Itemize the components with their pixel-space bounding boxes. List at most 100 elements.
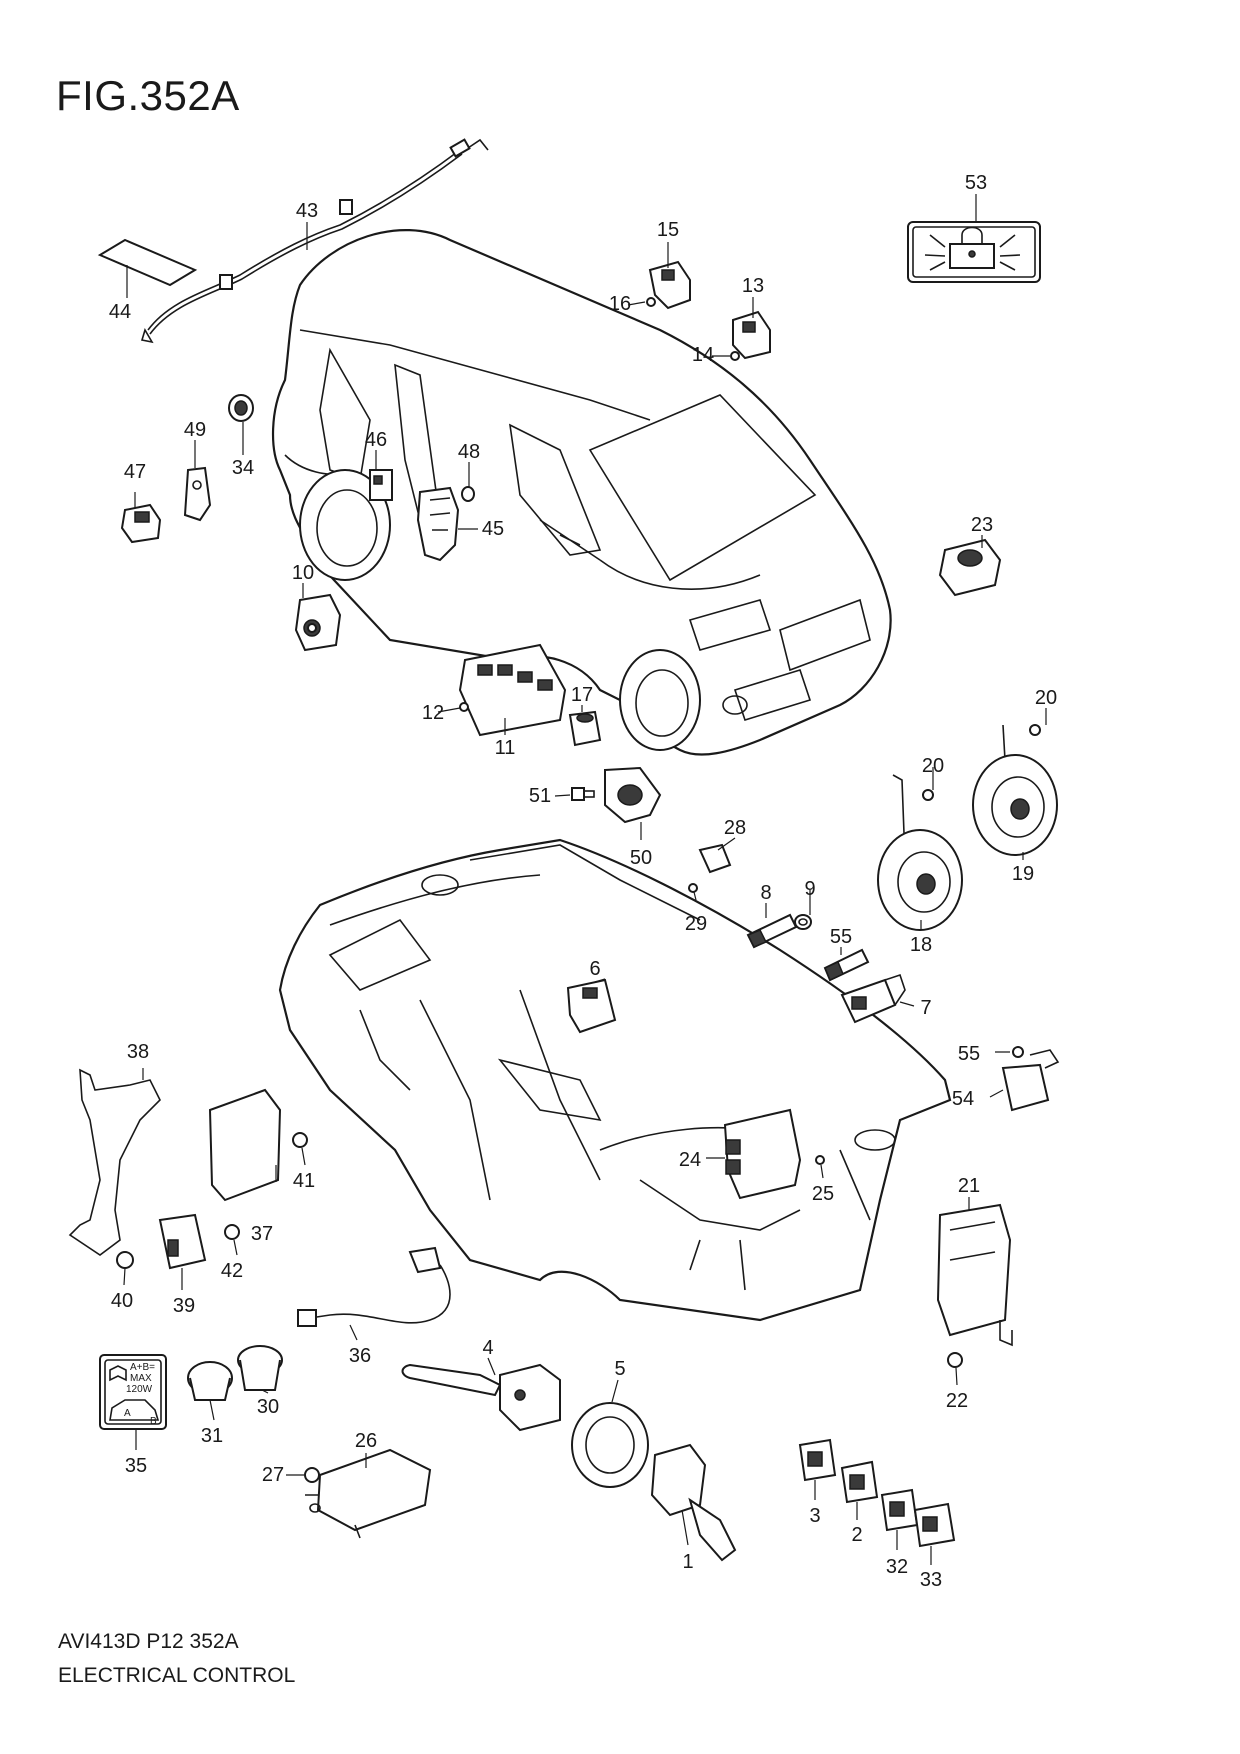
part-10-switch xyxy=(294,593,342,652)
part-18-horn xyxy=(877,774,963,931)
callout-1: 1 xyxy=(682,1551,693,1573)
part-30-socket xyxy=(237,1345,283,1391)
callout-38: 38 xyxy=(127,1041,149,1063)
part-55-switch xyxy=(823,948,870,982)
callout-6: 6 xyxy=(589,958,600,980)
callout-44: 44 xyxy=(109,301,131,323)
part-46-relay xyxy=(369,469,393,501)
part-15-switch xyxy=(648,260,691,310)
callout-16: 16 xyxy=(609,293,631,315)
label-35-a: A xyxy=(124,1408,131,1419)
part-41-nut xyxy=(292,1132,308,1148)
part-29-screw xyxy=(688,883,698,893)
callout-23: 23 xyxy=(971,514,993,536)
callout-20b: 20 xyxy=(922,755,944,777)
callout-2: 2 xyxy=(851,1524,862,1546)
callout-17: 17 xyxy=(571,684,593,706)
callout-40: 40 xyxy=(111,1290,133,1312)
part-31-cigar-lighter xyxy=(187,1361,233,1401)
label-35-b: B xyxy=(150,1416,157,1427)
callout-3: 3 xyxy=(809,1505,820,1527)
callout-36: 36 xyxy=(349,1345,371,1367)
part-12-screw xyxy=(459,702,469,712)
figure-code: AVI413D P12 352A xyxy=(58,1630,239,1653)
part-2-switch xyxy=(840,1460,879,1504)
part-50-sensor xyxy=(604,766,662,824)
part-44-pad xyxy=(97,238,198,287)
part-9-nut xyxy=(794,914,812,930)
part-1-light-switch xyxy=(650,1443,737,1562)
part-42-nut xyxy=(224,1224,240,1240)
part-14-screw xyxy=(730,351,740,361)
part-39-module xyxy=(158,1213,207,1270)
callout-20a: 20 xyxy=(1035,687,1057,709)
part-27-nut xyxy=(304,1467,320,1483)
part-51-bolt xyxy=(571,787,595,801)
label-35-line3: 120W xyxy=(126,1384,153,1395)
part-3-switch xyxy=(798,1438,837,1482)
callout-31: 31 xyxy=(201,1425,223,1447)
part-23-sensor xyxy=(938,538,1002,597)
part-48-clip xyxy=(461,486,475,502)
callout-25: 25 xyxy=(812,1183,834,1205)
part-11-window-switch xyxy=(458,643,567,737)
part-54-module xyxy=(1001,1049,1060,1112)
callout-37: 37 xyxy=(251,1223,273,1245)
callout-28: 28 xyxy=(724,817,746,839)
label-35-line2: MAX xyxy=(130,1373,152,1384)
part-19-horn xyxy=(972,724,1058,856)
callout-18: 18 xyxy=(910,934,932,956)
part-47-sensor xyxy=(120,503,162,544)
part-7-switch xyxy=(840,973,906,1024)
callout-19: 19 xyxy=(1012,863,1034,885)
part-49-bracket xyxy=(183,466,212,522)
part-40-nut xyxy=(116,1251,134,1269)
part-5-clock-spring xyxy=(571,1402,649,1488)
part-55b-screw xyxy=(1012,1046,1024,1058)
part-25-screw xyxy=(815,1155,825,1165)
callout-47: 47 xyxy=(124,461,146,483)
part-26-airbag-module xyxy=(305,1448,432,1539)
callout-26: 26 xyxy=(355,1430,377,1452)
callout-48: 48 xyxy=(458,441,480,463)
instrument-panel-outline xyxy=(278,838,952,1322)
part-32-switch xyxy=(880,1488,919,1532)
callout-33: 33 xyxy=(920,1569,942,1591)
callout-54: 54 xyxy=(952,1088,974,1110)
part-17-switch xyxy=(568,710,602,747)
figure-title: FIG.352A xyxy=(56,72,240,119)
callout-49: 49 xyxy=(184,419,206,441)
callout-41: 41 xyxy=(293,1170,315,1192)
part-8-switch xyxy=(746,913,798,949)
vehicle-outline xyxy=(272,229,892,756)
part-38-bracket xyxy=(68,1068,161,1256)
part-16-screw xyxy=(646,297,656,307)
callout-11: 11 xyxy=(495,737,516,759)
part-53-caution-label xyxy=(907,221,1041,283)
part-43-harness xyxy=(140,138,489,344)
callout-5: 5 xyxy=(614,1358,625,1380)
callout-55b: 55 xyxy=(958,1043,980,1065)
part-22-nut xyxy=(947,1352,963,1368)
part-24-module xyxy=(723,1108,802,1200)
callout-8: 8 xyxy=(760,882,771,904)
callout-35: 35 xyxy=(125,1455,147,1477)
callout-53: 53 xyxy=(965,172,987,194)
part-28-connector xyxy=(698,843,732,874)
leader-lines xyxy=(123,194,1047,1565)
callout-50: 50 xyxy=(630,847,652,869)
callout-9: 9 xyxy=(804,878,815,900)
part-35-socket-label: A+B= MAX 120W A B xyxy=(99,1354,167,1430)
callout-43: 43 xyxy=(296,200,318,222)
callout-4: 4 xyxy=(482,1337,493,1359)
part-33-switch xyxy=(913,1502,956,1548)
callout-numbers: 15 16 13 14 53 43 44 34 49 47 46 48 45 1… xyxy=(109,172,1057,1591)
callout-55a: 55 xyxy=(830,926,852,948)
callout-45: 45 xyxy=(482,518,504,540)
callout-21: 21 xyxy=(958,1175,980,1197)
part-34-grommet xyxy=(228,394,254,422)
callout-32: 32 xyxy=(886,1556,908,1578)
callout-42: 42 xyxy=(221,1260,243,1282)
callout-51: 51 xyxy=(529,785,551,807)
